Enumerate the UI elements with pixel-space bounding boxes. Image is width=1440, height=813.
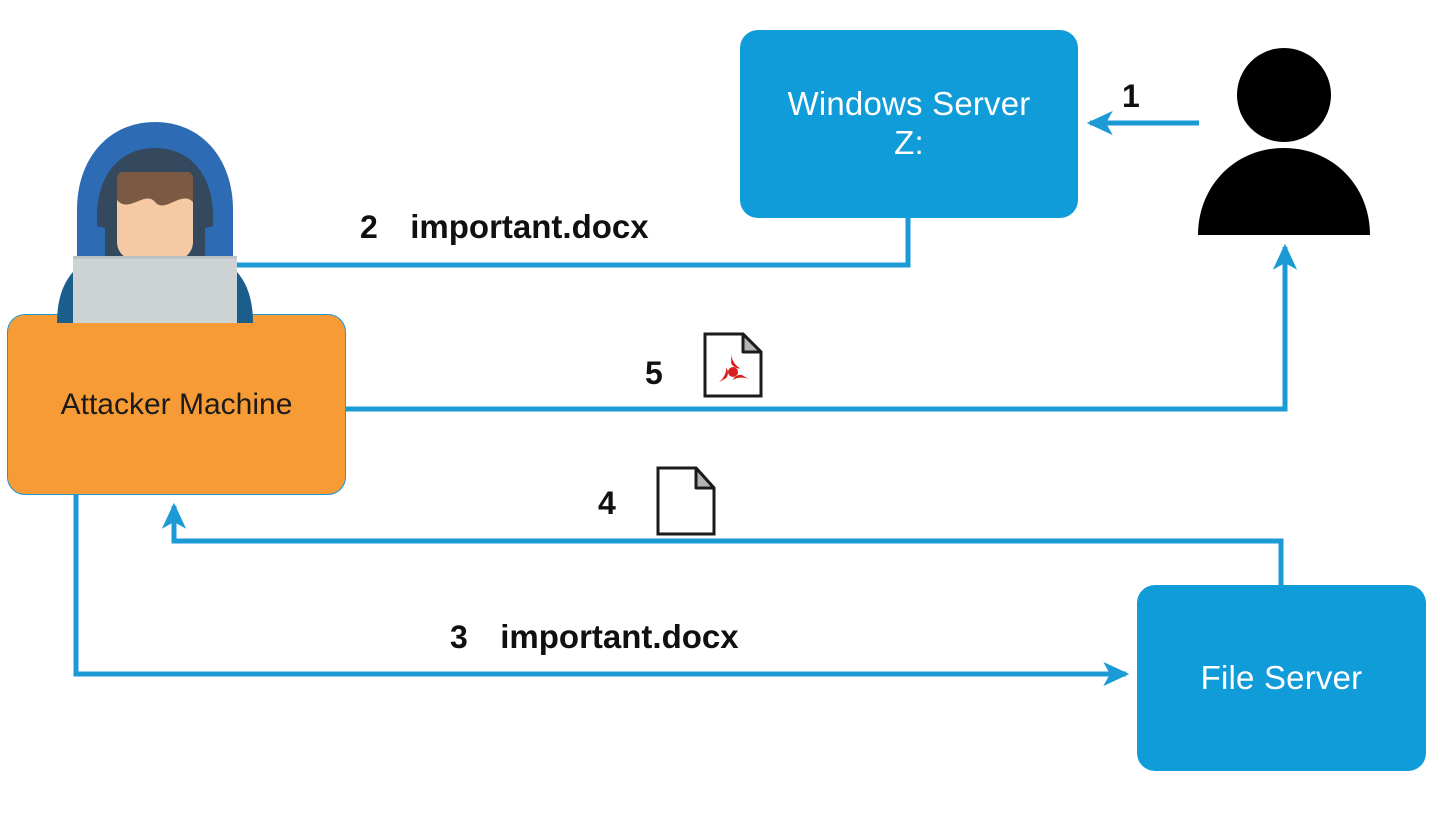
step-5-number: 5 [645,355,663,391]
file-server-label: File Server [1200,658,1363,696]
step-3-number: 3 [450,619,468,655]
windows-server-label-line1: Windows Server [787,85,1031,123]
connector-step-5 [346,243,1298,412]
hacker-with-laptop-icon [5,118,305,323]
connector-step-3 [73,495,1130,687]
step-4-label: 4 [598,485,616,522]
infected-file-icon [703,332,763,398]
windows-server-node[interactable]: Windows Server Z: [740,30,1078,218]
step-1-label: 1 [1122,78,1140,115]
attacker-machine-node[interactable]: Attacker Machine [7,314,346,495]
step-2-label: 2 important.docx [360,208,649,246]
step-3-text: important.docx [500,618,739,655]
step-1-number: 1 [1122,78,1140,114]
connector-step-4 [161,502,1284,585]
step-3-label: 3 important.docx [450,618,739,656]
file-server-node[interactable]: File Server [1137,585,1426,771]
document-file-icon [656,466,716,536]
step-4-number: 4 [598,485,616,521]
step-5-label: 5 [645,355,663,392]
step-2-number: 2 [360,209,378,245]
user-silhouette-icon [1198,44,1370,239]
windows-server-label-line2: Z: [894,124,924,161]
attacker-machine-label: Attacker Machine [60,387,293,421]
step-2-text: important.docx [410,208,649,245]
